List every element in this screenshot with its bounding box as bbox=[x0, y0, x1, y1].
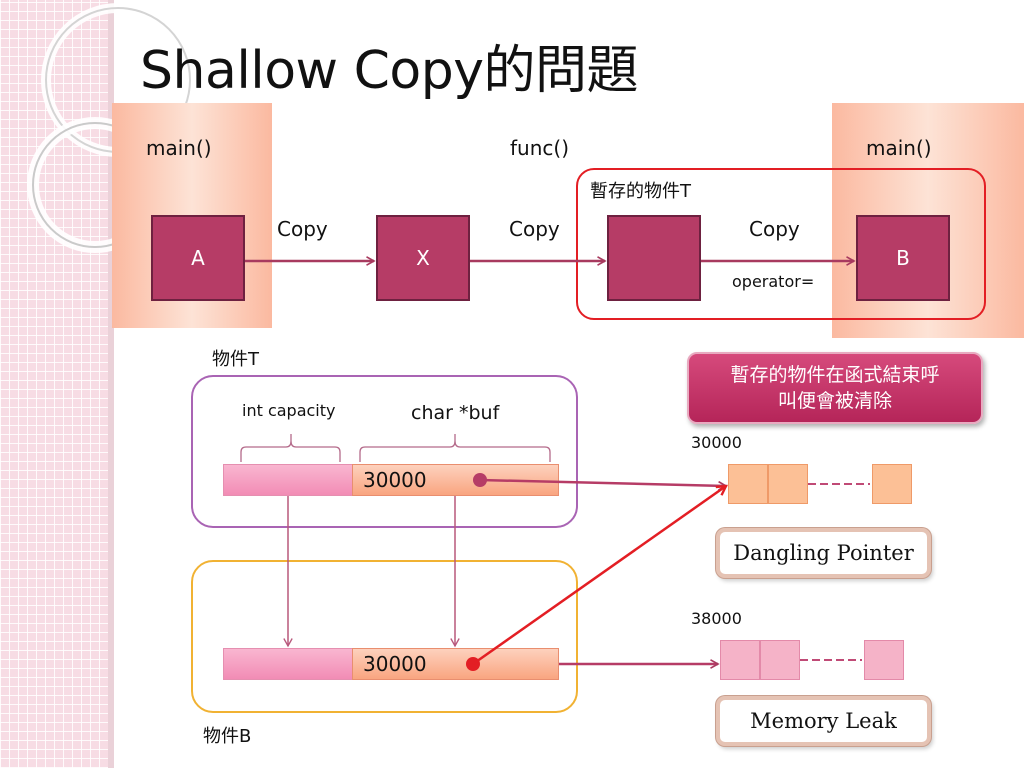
cleanup-callout: 暫存的物件在函式結束呼 叫便會被清除 bbox=[687, 352, 983, 424]
right-scope-label: main() bbox=[866, 136, 932, 160]
memory-cell-2c bbox=[864, 640, 904, 680]
object-t-pointer-arrow bbox=[479, 478, 726, 486]
object-x-box: X bbox=[376, 215, 470, 301]
memory-cell-2b bbox=[760, 640, 800, 680]
temp-object-box bbox=[607, 215, 701, 301]
temp-object-label: 暫存的物件T bbox=[590, 181, 691, 202]
object-t-capacity-field bbox=[223, 464, 353, 496]
object-x-label: X bbox=[416, 246, 430, 270]
dangling-pointer-tag: Dangling Pointer bbox=[716, 528, 931, 578]
object-a-box: A bbox=[151, 215, 245, 301]
memory-cell-1c bbox=[872, 464, 912, 504]
int-capacity-label: int capacity bbox=[242, 401, 336, 420]
memory-cell-2a bbox=[720, 640, 760, 680]
object-b-capacity-field bbox=[223, 648, 353, 680]
object-b-caption: 物件B bbox=[203, 726, 252, 747]
memory-cell-1b bbox=[768, 464, 808, 504]
middle-scope-label: func() bbox=[510, 136, 569, 160]
object-t-buf-value: 30000 bbox=[363, 468, 427, 492]
callout-line-2: 叫便會被清除 bbox=[777, 390, 892, 412]
memory-address-2: 38000 bbox=[691, 609, 742, 628]
object-a-label: A bbox=[191, 246, 205, 270]
copy-label-2: Copy bbox=[509, 217, 560, 241]
memory-leak-text: Memory Leak bbox=[750, 709, 897, 733]
dangling-pointer-arrow bbox=[472, 486, 726, 666]
int-capacity-brace bbox=[240, 434, 341, 462]
temp-object-frame bbox=[576, 168, 986, 320]
object-b-frame bbox=[191, 560, 578, 713]
object-b-label: B bbox=[896, 246, 910, 270]
memory-cell-1a bbox=[728, 464, 768, 504]
object-t-frame bbox=[191, 375, 578, 528]
object-b-buf-field: 30000 bbox=[352, 648, 559, 680]
callout-line-1: 暫存的物件在函式結束呼 bbox=[730, 364, 940, 386]
copy-label-3: Copy bbox=[749, 217, 800, 241]
object-t-label: 物件T bbox=[212, 349, 259, 370]
memory-leak-tag: Memory Leak bbox=[716, 696, 931, 746]
char-buf-brace bbox=[359, 434, 551, 462]
char-buf-label: char *buf bbox=[411, 402, 500, 424]
page-title: Shallow Copy的問題 bbox=[140, 41, 639, 101]
object-b-buf-value: 30000 bbox=[363, 652, 427, 676]
dangling-pointer-text: Dangling Pointer bbox=[733, 541, 914, 565]
decorative-stripe-edge bbox=[108, 0, 114, 768]
memory-address-1: 30000 bbox=[691, 433, 742, 452]
object-b-box: B bbox=[856, 215, 950, 301]
copy-label-1: Copy bbox=[277, 217, 328, 241]
left-scope-label: main() bbox=[146, 136, 212, 160]
operator-label: operator= bbox=[732, 272, 815, 291]
